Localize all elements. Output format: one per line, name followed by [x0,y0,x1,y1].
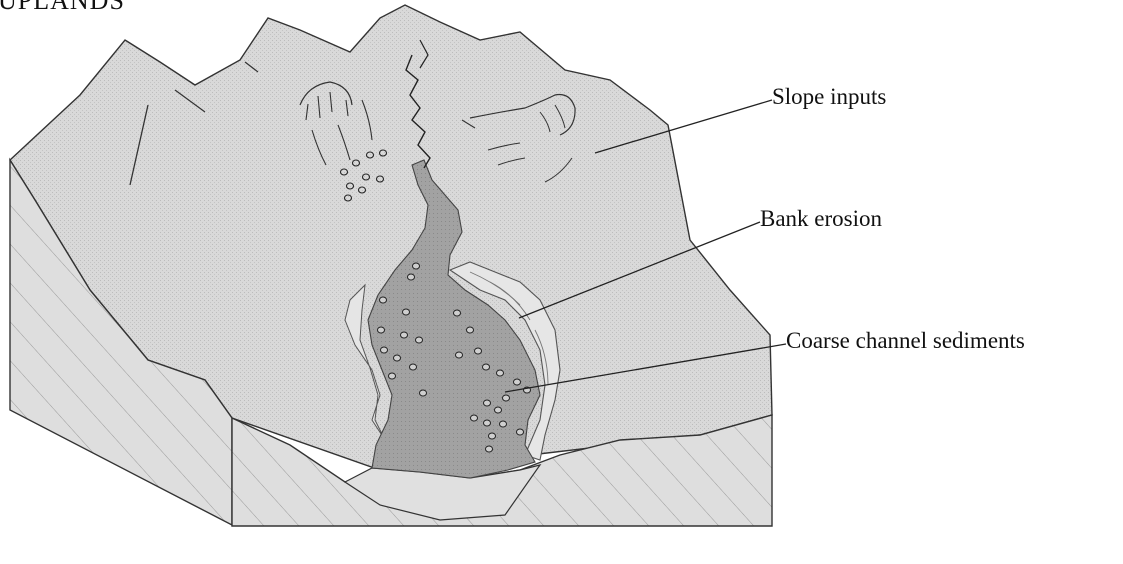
coarse-channel-sediments-label: Coarse channel sediments [786,329,1025,352]
sediment-clast [380,297,387,303]
uplands-title: UPLANDS [0,0,125,14]
bank-erosion-label: Bank erosion [760,207,882,230]
sediment-clast [408,274,415,280]
sediment-clast [410,364,417,370]
sediment-clast [484,420,491,426]
sediment-clast [517,429,524,435]
sediment-clast [381,347,388,353]
sediment-clast [475,348,482,354]
sediment-clast [389,373,396,379]
sediment-clast [403,309,410,315]
sediment-clast [486,446,493,452]
sediment-clast [471,415,478,421]
sediment-clast [394,355,401,361]
sediment-clast [456,352,463,358]
sediment-clast [483,364,490,370]
sediment-clast [484,400,491,406]
sediment-clast [378,327,385,333]
sediment-clast [401,332,408,338]
sediment-clast [420,390,427,396]
sediment-clast [503,395,510,401]
sediment-clast [489,433,496,439]
sediment-clast [413,263,420,269]
sediment-clast [416,337,423,343]
sediment-clast [454,310,461,316]
sediment-clast [500,421,507,427]
slope-inputs-label: Slope inputs [772,85,886,108]
sediment-clast [495,407,502,413]
sediment-clast [467,327,474,333]
sediment-clast [514,379,521,385]
sediment-clast [497,370,504,376]
